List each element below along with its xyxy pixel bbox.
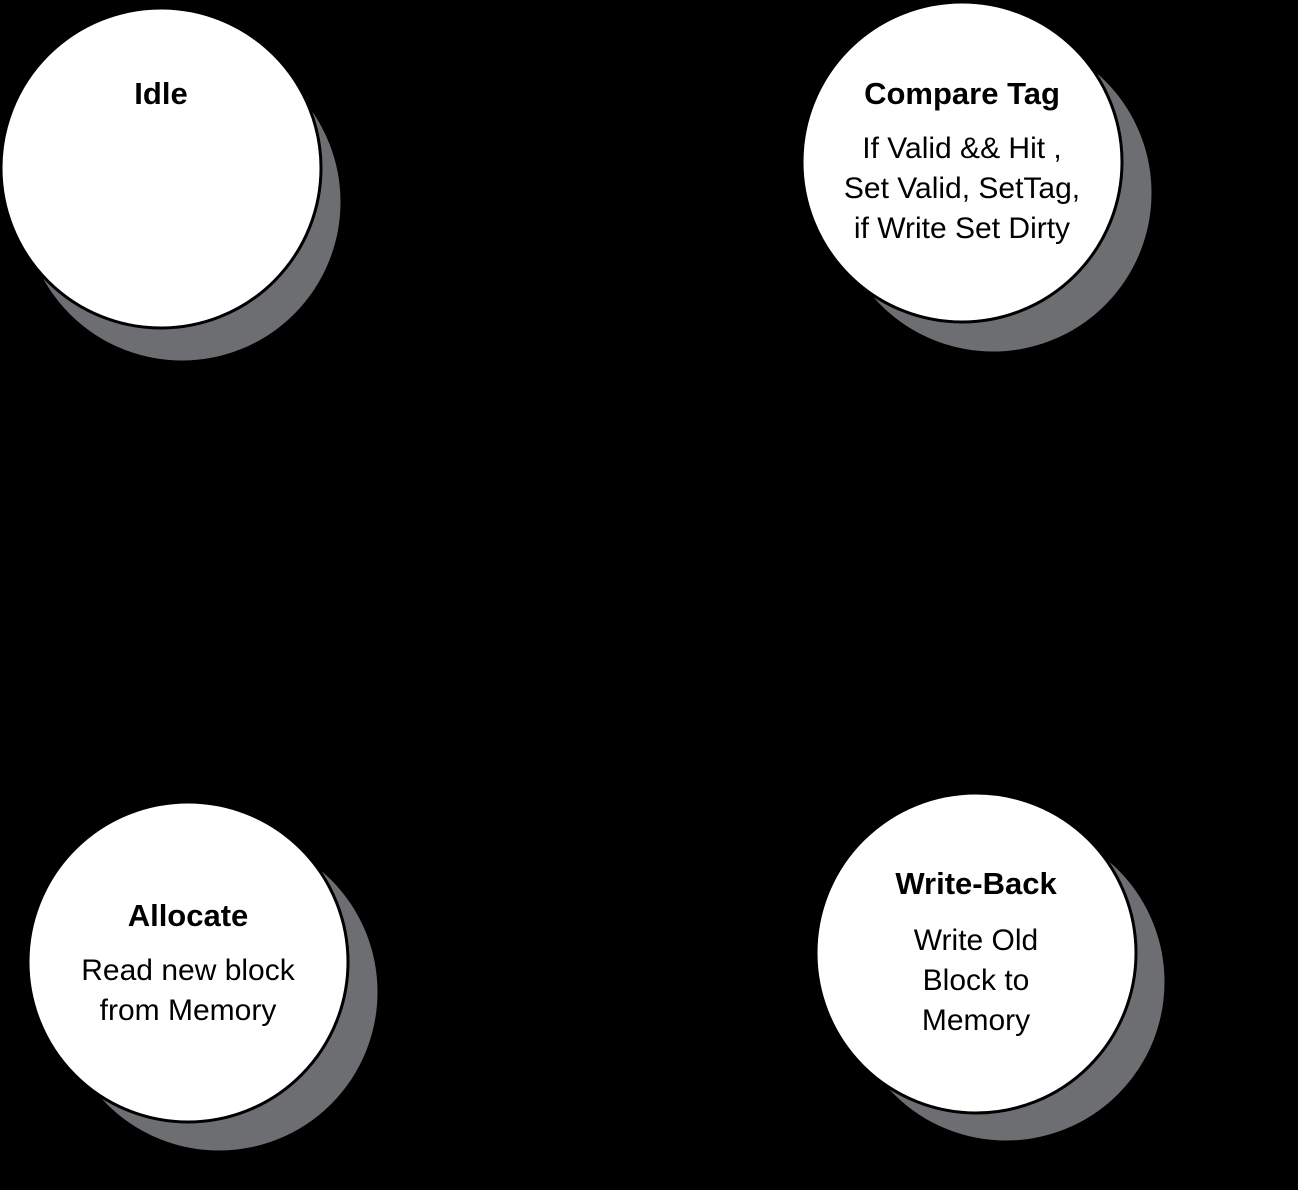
- state-write-back-line-2: Block to: [923, 964, 1030, 997]
- state-write-back-line-3: Memory: [922, 1004, 1030, 1037]
- state-allocate: Allocate Read new block from Memory: [26, 800, 381, 1154]
- state-compare-tag-circle: [800, 0, 1124, 324]
- state-write-back: Write-Back Write Old Block to Memory: [814, 791, 1168, 1144]
- state-allocate-title: Allocate: [128, 898, 249, 933]
- state-idle: Idle: [0, 6, 344, 364]
- state-compare-tag: Compare Tag If Valid && Hit , Set Valid,…: [800, 0, 1155, 355]
- state-idle-circle: [0, 6, 323, 330]
- state-compare-tag-line-2: Set Valid, SetTag,: [844, 172, 1080, 205]
- state-idle-title: Idle: [134, 76, 187, 111]
- state-write-back-circle: [814, 791, 1138, 1115]
- state-compare-tag-title: Compare Tag: [864, 76, 1060, 111]
- state-write-back-title: Write-Back: [895, 866, 1057, 901]
- state-compare-tag-line-3: if Write Set Dirty: [854, 212, 1070, 245]
- state-allocate-line-2: from Memory: [100, 994, 277, 1027]
- state-write-back-line-1: Write Old: [914, 924, 1038, 957]
- state-compare-tag-line-1: If Valid && Hit ,: [862, 132, 1062, 165]
- state-allocate-circle: [26, 800, 350, 1124]
- state-allocate-line-1: Read new block: [81, 954, 295, 987]
